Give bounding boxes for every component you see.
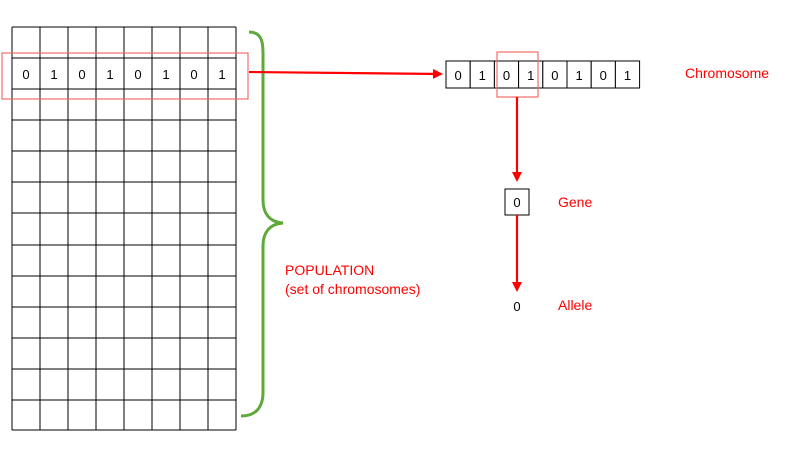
chromosome-gene-box — [445, 60, 471, 89]
population-first-row: 0 1 0 1 0 1 0 1 — [22, 67, 225, 82]
chromosome-gene-value: 0 — [454, 68, 461, 83]
gene-label: Gene — [558, 194, 593, 210]
chromosome-gene-value: 1 — [624, 68, 631, 83]
population-brace — [240, 30, 284, 418]
chromosome-gene-value: 0 — [600, 68, 607, 83]
population-cell: 0 — [22, 67, 29, 82]
chromosome-gene-box — [542, 60, 568, 89]
chromosome-gene-value: 1 — [527, 68, 534, 83]
population-cell: 0 — [134, 67, 141, 82]
population-grid — [11, 26, 237, 431]
population-label: POPULATION — [285, 262, 375, 278]
allele-value: 0 — [513, 299, 520, 314]
population-cell: 1 — [162, 67, 169, 82]
chromosome-gene-box — [614, 60, 641, 89]
chromosome-label: Chromosome — [685, 65, 770, 81]
population-cell: 1 — [218, 67, 225, 82]
allele-label: Allele — [558, 297, 593, 313]
gene-value: 0 — [513, 195, 520, 210]
chromosome-gene-value: 1 — [575, 68, 582, 83]
chromosome-gene-value: 0 — [551, 68, 558, 83]
chromosome-gene-box — [566, 60, 592, 89]
population-cell: 1 — [106, 67, 113, 82]
chromosome-gene-value: 1 — [479, 68, 486, 83]
chromosome-gene-value: 0 — [503, 68, 510, 83]
population-cell: 0 — [190, 67, 197, 82]
chromosome-row: 0 1 0 1 0 1 0 1 — [445, 60, 641, 89]
population-cell: 0 — [78, 67, 85, 82]
chromosome-gene-box — [590, 60, 616, 89]
gene-box — [504, 188, 530, 216]
population-sublabel: (set of chromosomes) — [285, 281, 421, 297]
population-cell: 1 — [50, 67, 57, 82]
row-to-chromosome-arrow — [248, 68, 443, 79]
selected-row-highlight — [1, 52, 249, 100]
